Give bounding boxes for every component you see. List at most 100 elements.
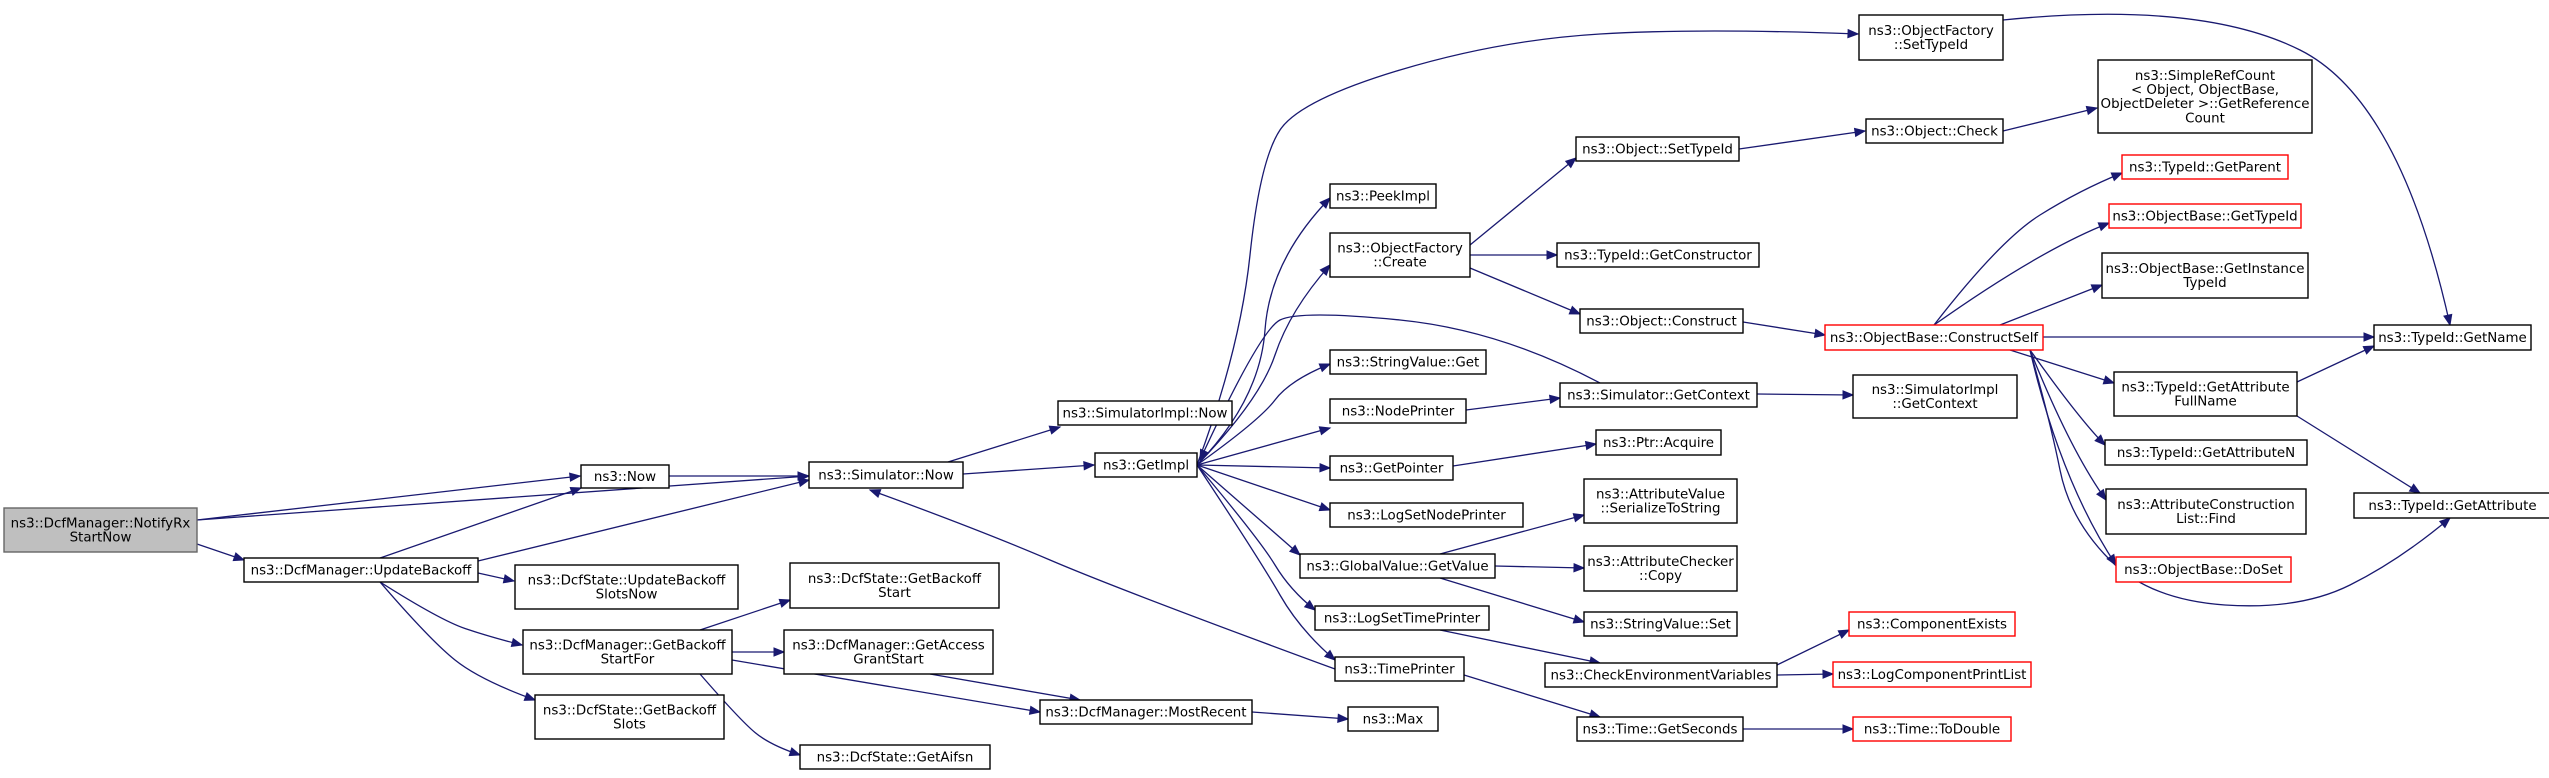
graph-node-n39[interactable]: ns3::ComponentExists bbox=[1848, 611, 2016, 637]
arrowhead-icon bbox=[2090, 284, 2104, 294]
graph-node-n40[interactable]: ns3::LogComponentPrintList bbox=[1832, 661, 2032, 688]
arrowhead-icon bbox=[2106, 553, 2117, 567]
node-box bbox=[1559, 382, 1758, 408]
node-label-line: ns3::GetPointer bbox=[1340, 462, 1444, 477]
node-label-line: ns3::DcfState::GetBackoff bbox=[543, 704, 717, 719]
arrowhead-icon bbox=[2362, 345, 2376, 355]
graph-node-n38[interactable]: ns3::CheckEnvironmentVariables bbox=[1544, 662, 1778, 688]
graph-node-n27[interactable]: ns3::Simulator::GetContext bbox=[1559, 382, 1758, 408]
arrowhead-icon bbox=[2110, 172, 2124, 182]
graph-node-n35[interactable]: ns3::StringValue::Set bbox=[1583, 611, 1738, 637]
graph-node-n36[interactable]: ns3::LogSetTimePrinter bbox=[1314, 605, 1490, 631]
graph-node-n17[interactable]: ns3::TypeId::GetParent bbox=[2121, 154, 2289, 180]
graph-node-n2[interactable]: ns3::Now bbox=[580, 464, 670, 489]
graph-node-n28[interactable]: ns3::SimulatorImpl::GetContext bbox=[1852, 374, 2018, 419]
graph-node-n13[interactable]: ns3::SimpleRefCount< Object, ObjectBase,… bbox=[2097, 59, 2313, 134]
edge-line bbox=[1999, 284, 2103, 326]
arrowhead-icon bbox=[502, 574, 516, 584]
graph-node-n12[interactable]: ns3::Object::Check bbox=[1865, 118, 2004, 144]
graph-node-n37[interactable]: ns3::TimePrinter bbox=[1334, 656, 1465, 682]
edge-line bbox=[1196, 464, 1331, 511]
graph-node-n6[interactable]: ns3::GetImpl bbox=[1094, 452, 1198, 478]
graph-node-n23[interactable]: ns3::ObjectBase::DoSet bbox=[2115, 556, 2292, 583]
node-label-line: Start bbox=[878, 586, 911, 601]
graph-node-n11[interactable]: ns3::Object::SetTypeId bbox=[1575, 136, 1740, 162]
node-label-line: ns3::NodePrinter bbox=[1342, 405, 1455, 420]
node-label-line: SlotsNow bbox=[596, 588, 658, 603]
node-box bbox=[2104, 439, 2308, 466]
graph-node-n21[interactable]: ns3::TypeId::GetAttributeN bbox=[2104, 439, 2308, 466]
graph-node-n14[interactable]: ns3::TypeId::GetConstructor bbox=[1556, 242, 1760, 268]
graph-node-n26[interactable]: ns3::NodePrinter bbox=[1329, 398, 1467, 424]
edge-line bbox=[2029, 349, 2107, 501]
graph-node-n25[interactable]: ns3::StringValue::Get bbox=[1329, 349, 1487, 375]
node-label-line: ns3::AttributeValue bbox=[1596, 488, 1725, 503]
arrowhead-icon bbox=[1822, 669, 1835, 679]
graph-node-n18[interactable]: ns3::ObjectBase::GetTypeId bbox=[2108, 203, 2302, 229]
edge-line bbox=[1469, 267, 1581, 315]
arrowhead-icon bbox=[1847, 28, 1860, 39]
edge-line bbox=[2009, 349, 2115, 384]
node-label-line: ns3::TypeId::GetConstructor bbox=[1564, 249, 1752, 264]
node-box bbox=[1329, 232, 1471, 278]
graph-node-n15[interactable]: ns3::Object::Construct bbox=[1579, 308, 1744, 334]
arrowhead-icon bbox=[232, 552, 246, 562]
node-box bbox=[1556, 242, 1760, 268]
node-box bbox=[2373, 324, 2532, 351]
node-box bbox=[1583, 545, 1738, 592]
edge-n20-n24 bbox=[2296, 415, 2422, 494]
edge-line bbox=[1465, 397, 1561, 411]
graph-node-n30[interactable]: ns3::Ptr::Acquire bbox=[1595, 429, 1722, 456]
arrowhead-icon bbox=[523, 691, 537, 701]
graph-node-n3[interactable]: ns3::DcfManager::UpdateBackoff bbox=[243, 557, 479, 583]
graph-node-n42[interactable]: ns3::Time::ToDouble bbox=[1852, 716, 2012, 742]
node-box bbox=[783, 629, 994, 675]
graph-node-n4[interactable]: ns3::Simulator::Now bbox=[808, 461, 964, 489]
node-box bbox=[2113, 371, 2298, 417]
node-label-line: ns3::SimulatorImpl bbox=[1872, 383, 1999, 398]
graph-node-n33[interactable]: ns3::AttributeValue::SerializeToString bbox=[1583, 478, 1738, 524]
graph-node-n9[interactable]: ns3::PeekImpl bbox=[1329, 183, 1437, 209]
node-box bbox=[1334, 656, 1465, 682]
arrowhead-icon bbox=[2363, 332, 2376, 342]
graph-node-n24[interactable]: ns3::TypeId::GetAttribute bbox=[2353, 492, 2549, 519]
node-label-line: ns3::DcfManager::MostRecent bbox=[1045, 706, 1246, 721]
graph-node-n8[interactable]: ns3::TypeId::GetName bbox=[2373, 324, 2532, 351]
node-label-line: ns3::Max bbox=[1363, 713, 1424, 728]
edge-n16-n24 bbox=[2029, 349, 2452, 607]
graph-node-n16[interactable]: ns3::ObjectBase::ConstructSelf bbox=[1824, 324, 2044, 351]
graph-node-n47[interactable]: ns3::DcfManager::MostRecent bbox=[1039, 699, 1253, 725]
arrowhead-icon bbox=[868, 489, 882, 499]
node-label-line: StartNow bbox=[70, 531, 132, 546]
edge-n3-n2 bbox=[379, 486, 583, 559]
graph-node-n7[interactable]: ns3::ObjectFactory::SetTypeId bbox=[1858, 14, 2004, 61]
graph-node-n48[interactable]: ns3::Max bbox=[1347, 706, 1439, 732]
graph-node-n50[interactable]: ns3::DcfState::GetAifsn bbox=[799, 744, 991, 770]
edge-n16-n17 bbox=[1933, 172, 2124, 326]
node-box bbox=[1314, 605, 1490, 631]
node-label-line: Slots bbox=[613, 718, 646, 733]
node-label-line: ns3::SimulatorImpl::Now bbox=[1062, 407, 1227, 422]
graph-node-n32[interactable]: ns3::GlobalValue::GetValue bbox=[1299, 553, 1496, 579]
graph-node-n41[interactable]: ns3::Time::GetSeconds bbox=[1576, 716, 1744, 742]
graph-node-n5[interactable]: ns3::SimulatorImpl::Now bbox=[1057, 400, 1233, 426]
graph-node-n31[interactable]: ns3::LogSetNodePrinter bbox=[1329, 502, 1524, 528]
node-box bbox=[1575, 136, 1740, 162]
graph-node-n10[interactable]: ns3::ObjectFactory::Create bbox=[1329, 232, 1471, 278]
node-label-line: ns3::DcfState::GetBackoff bbox=[808, 572, 982, 587]
graph-node-n29[interactable]: ns3::GetPointer bbox=[1329, 455, 1454, 481]
graph-node-n34[interactable]: ns3::AttributeChecker::Copy bbox=[1583, 545, 1738, 592]
node-label-line: ns3::ComponentExists bbox=[1857, 618, 2007, 633]
arrowhead-icon bbox=[1572, 614, 1586, 624]
arrowhead-icon bbox=[1028, 705, 1042, 715]
